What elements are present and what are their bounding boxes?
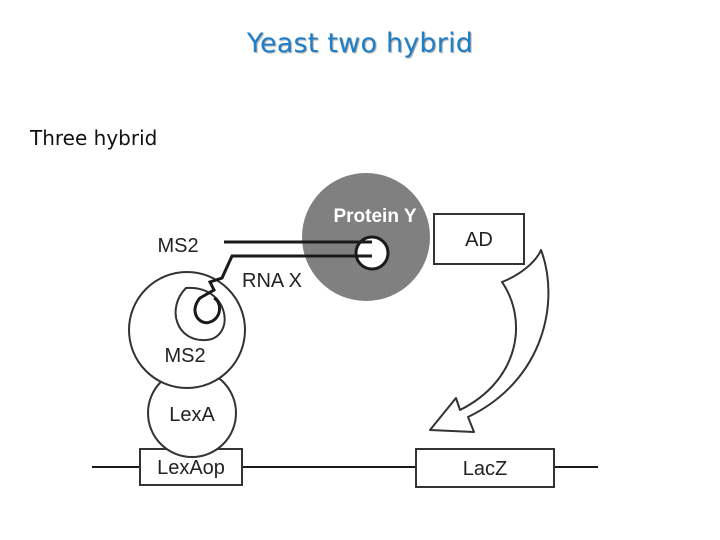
ms2-protein: MS2 (128, 271, 246, 389)
rna-x-label: RNA X (242, 270, 302, 292)
slide-subtitle: Three hybrid (30, 126, 158, 150)
lexaop-label: LexAop (157, 457, 225, 479)
lexa-protein: LexA (147, 368, 237, 458)
activation-arrow (429, 249, 550, 433)
ms2-top-label: MS2 (157, 235, 198, 257)
slide-title: Yeast two hybrid (246, 28, 474, 59)
lacz-label: LacZ (463, 458, 507, 480)
ad-label: AD (465, 229, 493, 251)
lexaop-box: LexAop (139, 448, 243, 486)
protein-y: Protein Y (302, 173, 430, 301)
ad-box: AD (433, 213, 525, 265)
rna-x-strand (193, 240, 372, 325)
lexa-label: LexA (169, 404, 215, 426)
ms2-bottom-label: MS2 (164, 345, 205, 367)
protein-y-label: Protein Y (333, 206, 416, 227)
lacz-box: LacZ (415, 448, 555, 488)
